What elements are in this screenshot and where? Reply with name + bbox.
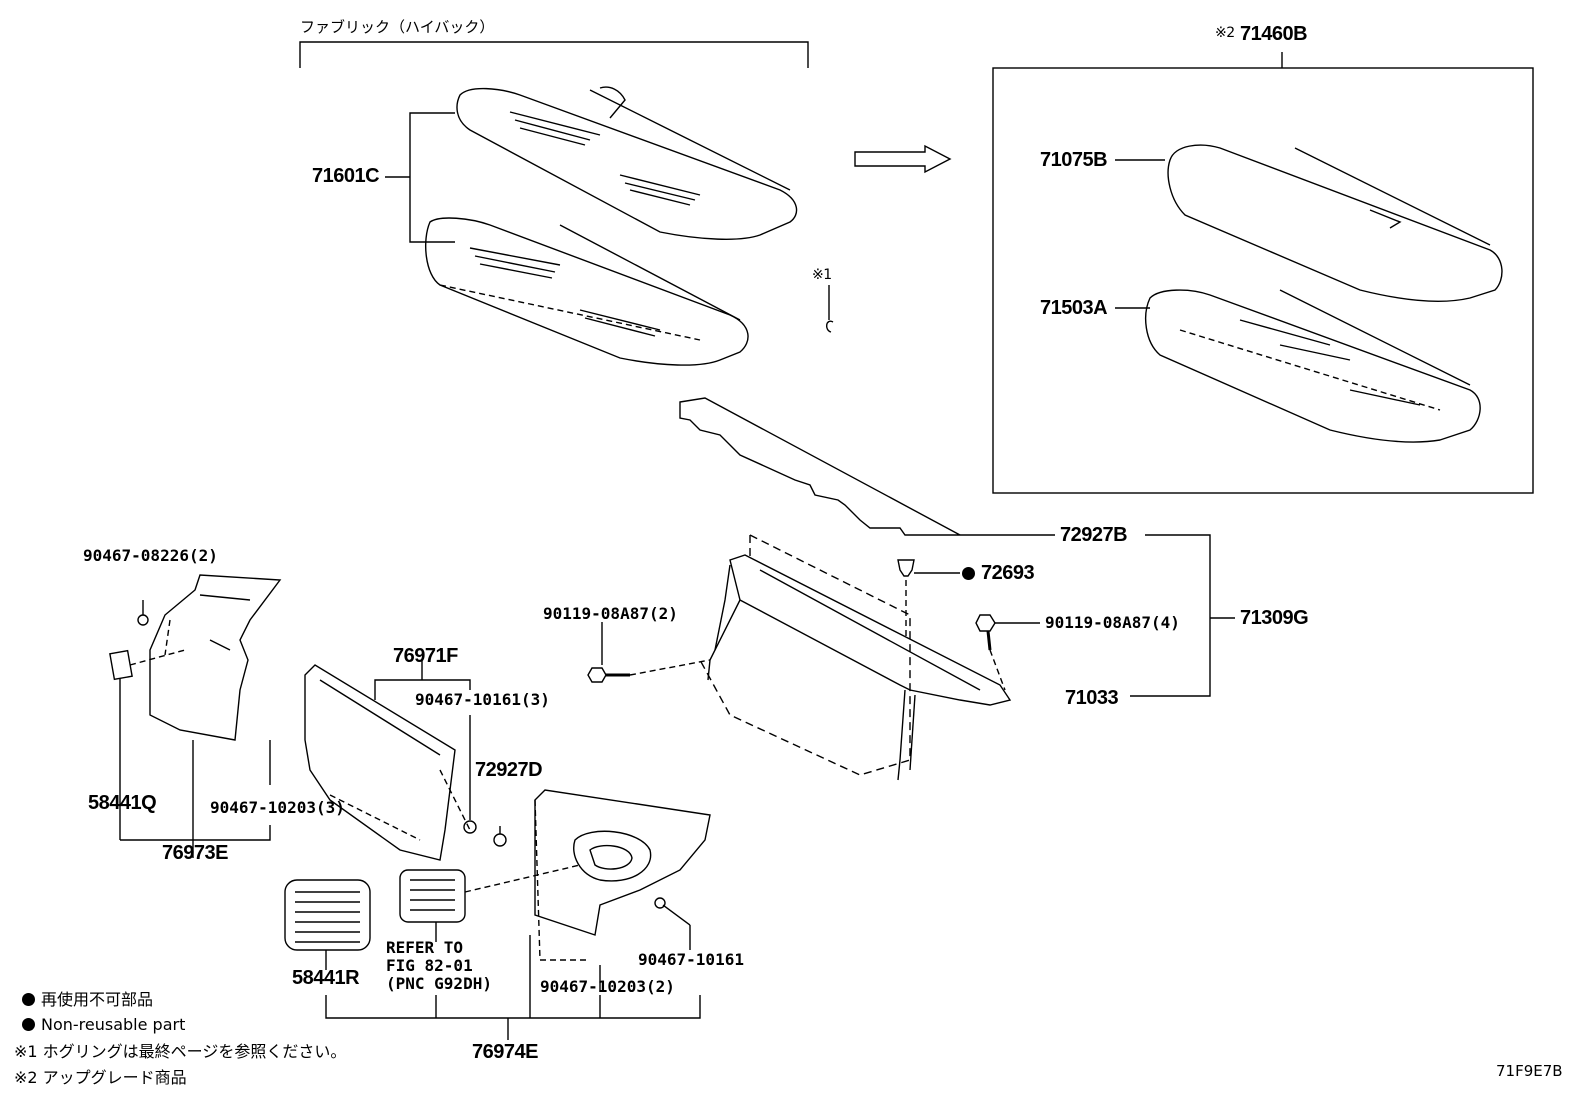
part-label-71503A[interactable]: 71503A (1040, 297, 1108, 319)
legend-nonreusable-en: Non-reusable part (22, 1017, 185, 1033)
bolt-icon-2 (975, 614, 996, 632)
part-label-90467-10203-3[interactable]: 90467-10203(3) (210, 798, 345, 817)
part-label-72693-text: 72693 (981, 562, 1035, 584)
refer-line1: REFER TO (386, 938, 464, 957)
legend-dot-icon-2 (22, 1018, 35, 1031)
figure-code: 71F9E7B (1496, 1062, 1563, 1080)
part-label-76971F[interactable]: 76971F (393, 645, 458, 667)
legend-note1: ※1 ホグリングは最終ページを参照ください。 (14, 1042, 347, 1061)
upgrade-arrow-icon (854, 144, 952, 174)
part-label-76974E[interactable]: 76974E (472, 1041, 538, 1063)
speaker-grille-refer (399, 869, 466, 923)
legend-note2: ※2 アップグレード商品 (14, 1068, 187, 1087)
upgrade-seat-drawing (1145, 144, 1503, 443)
part-label-90467-10161-3[interactable]: 90467-10161(3) (415, 690, 550, 709)
hog-ring-icon (826, 320, 834, 333)
part-label-58441R[interactable]: 58441R (292, 967, 360, 989)
frame-71033-drawing (699, 534, 1012, 781)
hog-ring-mark: ※1 (812, 267, 832, 283)
seat-cushion-71601C-drawing (425, 86, 798, 366)
part-label-71601C[interactable]: 71601C (312, 165, 380, 187)
fabric-group-bracket (299, 41, 809, 68)
refer-line3: (PNC G92DH) (386, 974, 492, 993)
legend-dot-icon (22, 993, 35, 1006)
legend-nonreusable-jp-text: 再使用不可部品 (41, 990, 154, 1009)
upgrade-box-frame (992, 67, 1534, 494)
part-label-71075B[interactable]: 71075B (1040, 149, 1108, 171)
panel-76971F-drawing (304, 664, 471, 861)
speaker-grille-58441R (284, 879, 371, 951)
part-label-90119-4[interactable]: 90119-08A87(4) (1045, 613, 1180, 632)
screw-icon (137, 614, 149, 626)
part-label-58441Q[interactable]: 58441Q (88, 792, 157, 814)
panel-76973E-drawing (109, 574, 282, 741)
clip-icon (897, 559, 915, 577)
legend-nonreusable-jp: 再使用不可部品 (22, 992, 153, 1008)
part-label-90467-10161[interactable]: 90467-10161 (638, 950, 744, 969)
part-label-90119-2[interactable]: 90119-08A87(2) (543, 604, 678, 623)
part-label-71033[interactable]: 71033 (1065, 687, 1119, 709)
part-label-90467-08226[interactable]: 90467-08226(2) (83, 546, 218, 565)
upgrade-mark: ※2 (1215, 25, 1235, 41)
legend-nonreusable-en-text: Non-reusable part (41, 1015, 186, 1034)
refer-line2: FIG 82-01 (386, 956, 473, 975)
board-72927B-drawing (679, 397, 961, 536)
part-label-90467-10203-2[interactable]: 90467-10203(2) (540, 977, 675, 996)
non-reusable-dot-icon (962, 567, 975, 580)
part-label-71309G[interactable]: 71309G (1240, 607, 1309, 629)
part-label-72927B[interactable]: 72927B (1060, 524, 1128, 546)
part-label-72693[interactable]: 72693 (962, 562, 1035, 584)
part-label-76973E[interactable]: 76973E (162, 842, 228, 864)
panel-76974E-drawing (534, 789, 711, 961)
fabric-group-label: ファブリック（ハイバック） (300, 18, 495, 36)
part-label-72927D[interactable]: 72927D (475, 759, 543, 781)
part-label-71460B[interactable]: 71460B (1240, 23, 1308, 45)
bolt-icon (587, 667, 607, 683)
clip-icon-2 (493, 833, 507, 847)
